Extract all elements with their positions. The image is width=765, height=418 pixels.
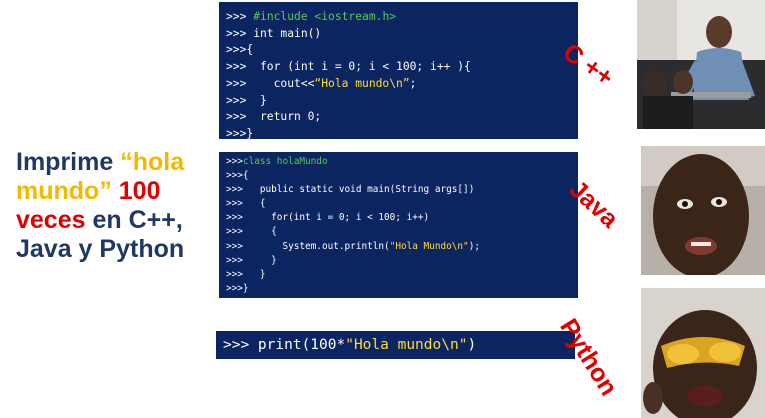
code-line: >>> } [226, 93, 578, 110]
code-line: >>>{ [226, 169, 578, 183]
photo-man-talking [641, 146, 765, 275]
code-line: >>> } [226, 268, 578, 282]
python-code-block: >>> print(100*"Hola mundo\n") [216, 331, 575, 359]
photo-man-gold-glasses [641, 288, 765, 418]
code-line: >>> #include <iostream.h> [226, 9, 578, 26]
photo-man-at-laptop [637, 0, 765, 129]
code-line: >>> int main() [226, 26, 578, 43]
code-line: >>> public static void main(String args[… [226, 183, 578, 197]
code-token: >>> { [226, 226, 277, 238]
code-line: >>> print(100*"Hola mundo\n") [223, 336, 575, 354]
code-token: >>>} [226, 282, 249, 294]
code-line: >>> { [226, 197, 578, 211]
code-token: ); [468, 240, 481, 252]
code-token: >>> for (int i = 0; i < 100; i++ ){ [226, 60, 471, 74]
title-part-100-veces: 100 veces [16, 177, 161, 234]
code-line: >>> return 0; [226, 109, 578, 126]
code-token: >>>{ [226, 43, 254, 57]
code-token: >>> System.out.println( [226, 240, 390, 252]
cpp-code-block: >>> #include <iostream.h>>>> int main()>… [219, 2, 578, 140]
code-line: >>>{ [226, 42, 578, 59]
code-token: ; [409, 76, 417, 90]
code-token: >>> return 0; [226, 110, 322, 124]
code-token: >>>{ [226, 170, 249, 182]
code-token: "Hola Mundo\n" [389, 240, 469, 252]
title-part-hola-mundo: “hola mundo” [16, 148, 185, 205]
title-part-languages: en C++, Java y Python [16, 206, 185, 263]
code-line: >>> for(int i = 0; i < 100; i++) [226, 211, 578, 225]
code-token: class holaMundo [242, 156, 328, 167]
code-token: >>> [226, 156, 243, 167]
code-token: >>> } [226, 268, 266, 280]
code-token: >>> print(100* [223, 337, 346, 353]
title-part-imprime: Imprime [16, 148, 121, 176]
code-line: >>> for (int i = 0; i < 100; i++ ){ [226, 59, 578, 76]
code-line: >>> System.out.println("Hola Mundo\n"); [226, 240, 578, 254]
code-line: >>> } [226, 254, 578, 268]
code-token: >>> { [226, 198, 266, 210]
java-code-block: >>>class holaMundo>>>{>>> public static … [219, 152, 578, 298]
code-token: >>> [226, 10, 254, 23]
code-token: “Hola mundo\n” [314, 76, 410, 90]
code-token: >>> for(int i = 0; i < 100; i++) [226, 212, 430, 224]
code-token: ) [467, 337, 477, 353]
code-token: >>> } [226, 254, 277, 266]
code-line: >>> cout<<“Hola mundo\n”; [226, 76, 578, 93]
code-token: >>> public static void main(String args[… [226, 184, 475, 196]
code-token: >>> cout<< [226, 76, 315, 90]
code-token: >>> } [226, 93, 267, 107]
code-token: #include <iostream.h> [253, 10, 397, 23]
code-line: >>>} [226, 126, 578, 143]
slide-title: Imprime “hola mundo” 100 veces en C++, J… [16, 148, 212, 264]
code-token: >>> int main() [226, 26, 322, 40]
code-line: >>>} [226, 282, 578, 296]
code-line: >>> { [226, 225, 578, 239]
code-token: "Hola mundo\n" [345, 337, 468, 353]
code-token: >>>} [226, 126, 254, 140]
code-line: >>>class holaMundo [226, 155, 578, 169]
